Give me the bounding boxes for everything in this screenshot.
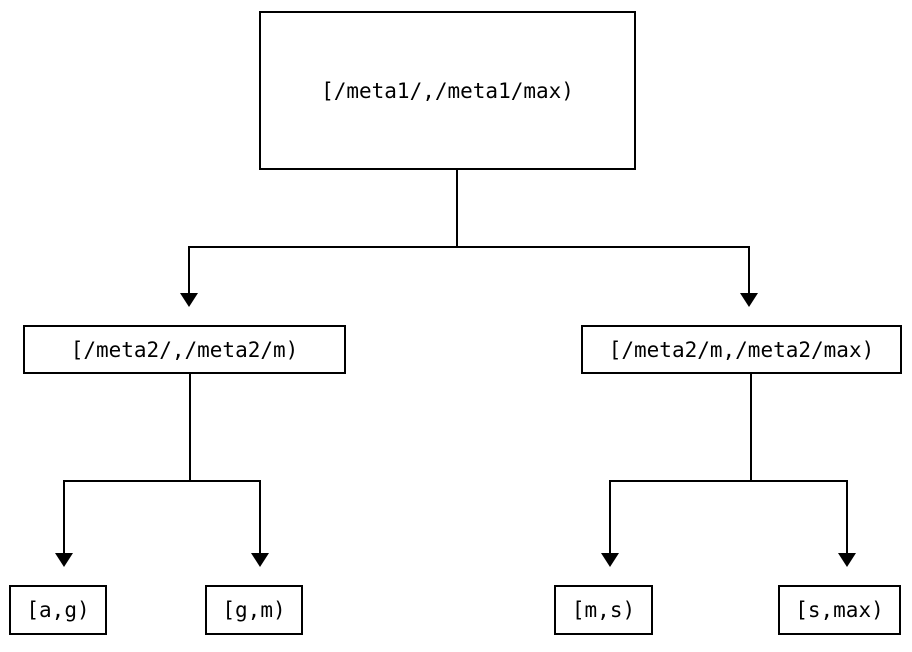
arrow-down-icon-mid-right-to-leaf4 [838, 553, 856, 567]
edge-mid-left-stem [189, 374, 191, 482]
arrow-down-icon-mid-left-to-leaf1 [55, 553, 73, 567]
node-leaf-1-label: [a,g) [26, 598, 90, 622]
node-leaf-4[interactable]: [s,max) [778, 585, 901, 635]
node-leaf-1[interactable]: [a,g) [9, 585, 107, 635]
arrow-down-icon-mid-left-to-leaf2 [251, 553, 269, 567]
node-mid-left[interactable]: [/meta2/,/meta2/m) [23, 325, 346, 374]
node-mid-left-label: [/meta2/,/meta2/m) [70, 337, 299, 362]
node-leaf-2-label: [g,m) [222, 598, 286, 622]
edge-root-to-mid-left-drop [188, 246, 190, 294]
node-mid-right-label: [/meta2/m,/meta2/max) [608, 337, 875, 362]
node-mid-right[interactable]: [/meta2/m,/meta2/max) [581, 325, 902, 374]
edge-mid-right-stem [750, 374, 752, 482]
edge-mid-right-to-leaf3-drop [609, 480, 611, 554]
edge-mid-left-to-leaf2-drop [259, 480, 261, 554]
arrow-down-icon-root-to-mid-left [180, 293, 198, 307]
edge-root-crossbar [189, 246, 750, 248]
node-root-label: [/meta1/,/meta1/max) [321, 78, 574, 103]
node-leaf-2[interactable]: [g,m) [205, 585, 303, 635]
node-root[interactable]: [/meta1/,/meta1/max) [259, 11, 636, 170]
edge-mid-left-crossbar [64, 480, 261, 482]
edge-root-to-mid-right-drop [748, 246, 750, 294]
node-leaf-3-label: [m,s) [571, 598, 636, 622]
node-leaf-4-label: [s,max) [795, 598, 884, 622]
edge-root-stem [456, 170, 458, 248]
arrow-down-icon-root-to-mid-right [740, 293, 758, 307]
edge-mid-right-crossbar [610, 480, 848, 482]
edge-mid-right-to-leaf4-drop [846, 480, 848, 554]
edge-mid-left-to-leaf1-drop [63, 480, 65, 554]
arrow-down-icon-mid-right-to-leaf3 [601, 553, 619, 567]
node-leaf-3[interactable]: [m,s) [554, 585, 653, 635]
